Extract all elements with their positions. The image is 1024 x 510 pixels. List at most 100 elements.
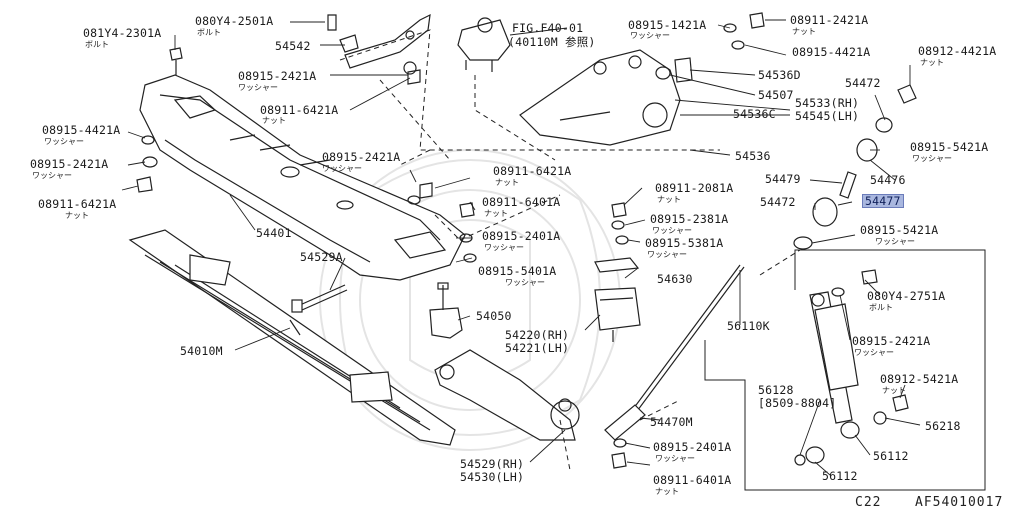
callout-washer-note: ワッシャー [854,348,894,357]
callout-56218[interactable]: 56218 [925,419,961,433]
reference-dashes [339,29,801,471]
callout-date-range: [8509-8804] [758,396,837,410]
callout-bolt-note: ボルト [869,303,893,312]
shock-group-box [704,249,986,491]
callout-nut-note: ナット [65,211,89,220]
model-code: C22 [855,495,882,510]
shock-absorber-56110K[interactable] [794,291,860,466]
callout-08915-4421A-left[interactable]: 08915-4421A [42,123,121,137]
callout-washer-note: ワッシャー [505,278,545,287]
callout-fig-ref: (40110M 参照) [508,35,596,49]
callout-washer-note: ワッシャー [44,137,84,146]
callout-54470M[interactable]: 54470M [650,415,693,429]
callout-washer-note: ワッシャー [238,83,278,92]
callout-fig-f40-01[interactable]: FIG.F40-01 [512,21,584,35]
callout-nut-note: ナット [655,487,679,496]
callout-54477-selected[interactable]: 54477 [862,194,904,208]
callout-washer-note: ワッシャー [655,454,695,463]
callout-washer-note: ワッシャー [484,243,524,252]
callout-08912-4421A[interactable]: 08912-4421A [918,44,997,58]
bumper-54050[interactable] [429,282,463,339]
callout-washer-note: ワッシャー [912,154,952,163]
bracket-54542[interactable] [327,13,431,75]
callout-nut-note: ナット [657,195,681,204]
callout-54476[interactable]: 54476 [870,173,906,187]
callout-08915-2381A[interactable]: 08915-2381A [650,212,729,226]
fasteners [136,12,909,469]
callout-54542[interactable]: 54542 [275,39,311,53]
callout-08915-5421A[interactable]: 08915-5421A [910,140,989,154]
callout-54536[interactable]: 54536 [735,149,771,163]
callout-washer-note: ワッシャー [875,237,915,246]
callout-washer-note: ワッシャー [32,171,72,180]
callout-nut-note: ナット [792,27,816,36]
callout-08911-6421A-center[interactable]: 08911-6421A [493,164,572,178]
callout-56110K[interactable]: 56110K [727,319,770,333]
callout-08915-2421A-center[interactable]: 08915-2421A [322,150,401,164]
callout-56128[interactable]: 56128 [758,383,794,397]
callout-08915-2421A-right[interactable]: 08915-2421A [852,334,931,348]
callout-54472-mid[interactable]: 54472 [760,195,796,209]
callout-washer-note: ワッシャー [652,226,692,235]
callout-washer-note: ワッシャー [630,31,670,40]
callout-54472-top[interactable]: 54472 [845,76,881,90]
callout-08911-6421A-left[interactable]: 08911-6421A [38,197,117,211]
callout-nut-note: ナット [484,209,508,218]
callout-54401[interactable]: 54401 [256,226,292,240]
callout-08915-5401A[interactable]: 08915-5401A [478,264,557,278]
callout-54221-lh[interactable]: 54221(LH) [505,341,570,355]
callout-nut-note: ナット [882,386,906,395]
diagram-reference: AF54010017 [915,495,1004,510]
callout-08915-1421A[interactable]: 08915-1421A [628,18,707,32]
callout-080Y4-2751A[interactable]: 080Y4-2751A [867,289,946,303]
callout-54536C[interactable]: 54536C [733,107,776,121]
callout-54479[interactable]: 54479 [765,172,801,186]
callout-08915-5381A[interactable]: 08915-5381A [645,236,724,250]
callout-08915-2421A[interactable]: 08915-2421A [238,69,317,83]
bolt-54529A[interactable] [291,284,348,313]
compression-rod-54470M[interactable] [604,264,745,441]
upper-arm-54533[interactable] [519,49,681,146]
callout-54630[interactable]: 54630 [657,272,693,286]
callout-08915-2421A-left[interactable]: 08915-2421A [30,157,109,171]
callout-56112-b[interactable]: 56112 [822,469,858,483]
callout-08911-6421A[interactable]: 08911-6421A [260,103,339,117]
engine-mount-fig[interactable] [457,17,511,72]
callout-54545-lh[interactable]: 54545(LH) [795,109,860,123]
callout-08915-4421A[interactable]: 08915-4421A [792,45,871,59]
callout-nut-note: ナット [262,116,286,125]
mount-54220[interactable] [594,287,641,342]
callout-nut-note: ナット [920,58,944,67]
callout-08911-2081A[interactable]: 08911-2081A [655,181,734,195]
callout-bolt-note: ボルト [85,40,109,49]
callout-54530-lh[interactable]: 54530(LH) [460,470,525,484]
stabilizer-bushing-group[interactable] [793,84,917,250]
callout-54050[interactable]: 54050 [476,309,512,323]
bracket-54630[interactable] [594,257,640,273]
callout-54536D[interactable]: 54536D [758,68,801,82]
leaf-spring-54010M[interactable] [128,229,456,446]
callout-54220-rh[interactable]: 54220(RH) [505,328,570,342]
callout-081Y4-2301A[interactable]: 081Y4-2301A [83,26,162,40]
callout-54507[interactable]: 54507 [758,88,794,102]
callout-08915-2401A-bottom[interactable]: 08915-2401A [653,440,732,454]
lower-arm-54529[interactable] [434,349,580,441]
callout-56112-a[interactable]: 56112 [873,449,909,463]
callout-08911-6401A-bottom[interactable]: 08911-6401A [653,473,732,487]
callout-54533-rh[interactable]: 54533(RH) [795,96,860,110]
callout-080Y4-2501A[interactable]: 080Y4-2501A [195,14,274,28]
callout-08912-5421A[interactable]: 08912-5421A [880,372,959,386]
callout-54529A[interactable]: 54529A [300,250,343,264]
callout-washer-note: ワッシャー [322,164,362,173]
callout-54010M[interactable]: 54010M [180,344,223,358]
callout-54529-rh[interactable]: 54529(RH) [460,457,525,471]
callout-08911-6401A-center[interactable]: 08911-6401A [482,195,561,209]
callout-08911-2421A[interactable]: 08911-2421A [790,13,869,27]
callout-08915-5421A-mid[interactable]: 08915-5421A [860,223,939,237]
callout-nut-note: ナット [495,178,519,187]
callout-bolt-note: ボルト [197,28,221,37]
crossmember-54401[interactable] [139,74,466,281]
callout-08915-2401A-center[interactable]: 08915-2401A [482,229,561,243]
callout-washer-note: ワッシャー [647,250,687,259]
